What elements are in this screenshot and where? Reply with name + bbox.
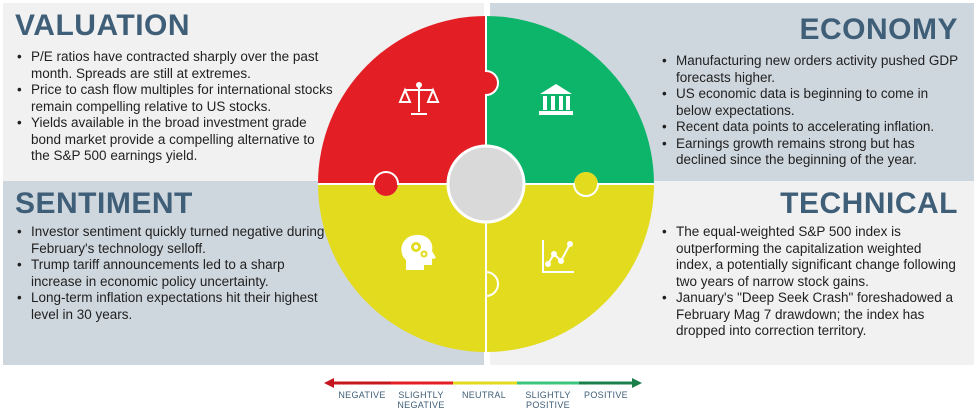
head-gears-icon: [401, 234, 436, 270]
technical-bullets: The equal-weighted S&P 500 index is outp…: [660, 224, 960, 340]
valuation-bullet: Yields available in the broad investment…: [15, 115, 335, 165]
legend-arrow-left: [324, 378, 334, 388]
economy-bullet: Manufacturing new orders activity pushed…: [660, 53, 960, 86]
legend-arrow-right: [632, 378, 642, 388]
economy-bullets: Manufacturing new orders activity pushed…: [660, 53, 960, 169]
economy-bullet: Recent data points to accelerating infla…: [660, 119, 960, 136]
valuation-piece: [318, 16, 498, 196]
valuation-bullet: Price to cash flow multiples for interna…: [15, 82, 335, 115]
valuation-title: VALUATION: [15, 9, 191, 42]
sentiment-bullet: Trump tariff announcements led to a shar…: [15, 257, 335, 290]
legend-segment-positive: [579, 381, 633, 385]
valuation-bullets: P/E ratios have contracted sharply over …: [15, 49, 335, 165]
line-chart-icon: [542, 240, 574, 273]
bank-icon: [539, 84, 573, 115]
valuation-bullet: P/E ratios have contracted sharply over …: [15, 49, 335, 82]
legend-bar: [324, 378, 642, 388]
economy-title: ECONOMY: [799, 13, 958, 46]
legend-segment-neutral: [453, 381, 517, 385]
sentiment-bullets: Investor sentiment quickly turned negati…: [15, 224, 335, 323]
technical-bullet: The equal-weighted S&P 500 index is outp…: [660, 224, 960, 290]
legend-segment-slightly-negative: [391, 381, 453, 385]
scales-icon: [398, 82, 440, 115]
sentiment-title: SENTIMENT: [15, 187, 193, 220]
legend-segment-slightly-positive: [517, 381, 579, 385]
technical-bullet: January's "Deep Seek Crash" foreshadowed…: [660, 290, 960, 340]
sentiment-bullet: Investor sentiment quickly turned negati…: [15, 224, 335, 257]
economy-bullet: US economic data is beginning to come in…: [660, 86, 960, 119]
technical-piece: [486, 172, 654, 352]
technical-title: TECHNICAL: [780, 187, 958, 220]
legend-segment-negative: [333, 381, 391, 385]
sentiment-bullet: Long-term inflation expectations hit the…: [15, 290, 335, 323]
economy-bullet: Earnings growth remains strong but has d…: [660, 136, 960, 169]
